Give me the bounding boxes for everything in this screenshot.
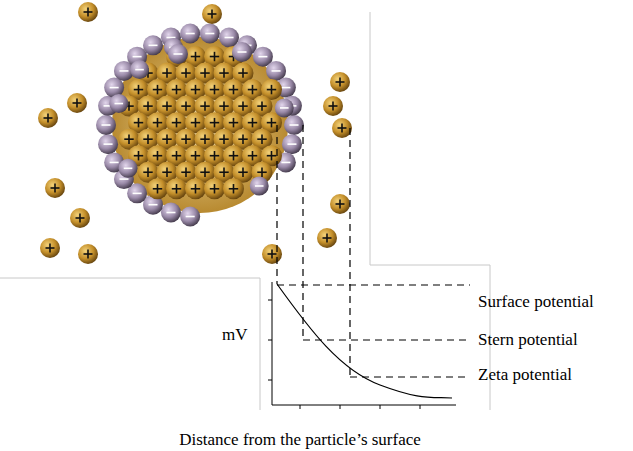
negative-ion: [96, 115, 116, 135]
negative-ion: [180, 24, 200, 44]
negative-ion: [168, 44, 188, 64]
negative-ion: [130, 60, 149, 79]
zeta-potential-label: Zeta potential: [478, 366, 572, 383]
negative-ion: [161, 202, 181, 222]
positive-ion: [40, 238, 60, 258]
ion-spheres: [38, 2, 352, 264]
negative-ion: [266, 61, 286, 81]
particle-core: [112, 37, 288, 213]
panel-outline: [0, 12, 490, 410]
stern-potential-label: Stern potential: [478, 331, 578, 348]
negative-ion: [200, 24, 220, 44]
positive-ion: [166, 178, 187, 199]
positive-ion: [323, 96, 343, 116]
negative-ion: [282, 134, 302, 154]
potential-plot: [268, 125, 470, 409]
positive-ion: [332, 118, 352, 138]
negative-ion: [143, 35, 163, 55]
positive-ion: [202, 4, 222, 24]
axis-label: mV: [222, 326, 248, 343]
positive-ion: [204, 178, 225, 199]
positive-ion: [262, 244, 282, 264]
negative-ion: [119, 159, 138, 178]
positive-ion: [38, 108, 58, 128]
positive-ion: [330, 72, 350, 92]
positive-ion: [330, 194, 350, 214]
positive-ion: [78, 244, 98, 264]
negative-ion: [250, 176, 269, 195]
positive-ion: [67, 93, 87, 113]
negative-ion: [275, 98, 294, 117]
positive-ion: [223, 178, 244, 199]
positive-ion: [317, 228, 337, 248]
negative-ion: [180, 206, 200, 226]
positive-ion: [147, 178, 168, 199]
negative-ion: [98, 134, 118, 154]
positive-ion: [70, 208, 90, 228]
negative-ion: [109, 94, 128, 113]
negative-ion: [284, 115, 304, 135]
surface-potential-label: Surface potential: [478, 293, 594, 310]
positive-ion: [185, 178, 206, 199]
positive-ion: [45, 178, 65, 198]
positive-ion: [78, 2, 98, 22]
axis-label: Distance from the particle’s surface: [179, 431, 421, 448]
negative-ion: [232, 42, 252, 62]
